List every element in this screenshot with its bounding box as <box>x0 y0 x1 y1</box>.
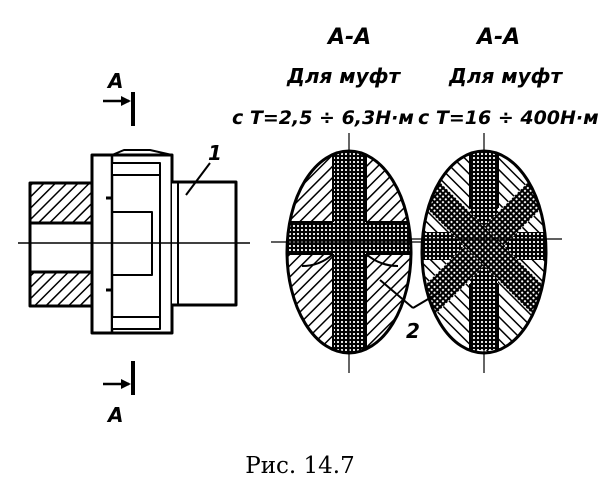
elastic-cross-horizontal <box>287 222 411 254</box>
section-left-line2: с Т=2,5 ÷ 6,3Н·м <box>232 107 414 129</box>
section-left-title: А-А <box>326 25 371 50</box>
section-marker-top <box>103 92 135 126</box>
section-marker-bottom <box>103 361 135 395</box>
leader-2 <box>379 279 441 309</box>
section-right-line2: с Т=16 ÷ 400Н·м <box>418 107 599 129</box>
elastic-insert-top <box>111 162 161 176</box>
part-label-1: 1 <box>208 141 222 165</box>
section-letter-top: A <box>106 69 123 93</box>
leader-1 <box>185 162 211 196</box>
figure-caption: Рис. 14.7 <box>245 453 355 479</box>
section-right-title: А-А <box>475 25 520 50</box>
elastic-insert-bottom <box>111 316 161 330</box>
section-letter-bottom: A <box>106 403 123 427</box>
elastic-star <box>422 151 546 350</box>
section-right-line1: Для муфт <box>448 64 563 88</box>
section-view-left <box>285 149 413 355</box>
section-left-line1: Для муфт <box>286 64 401 88</box>
coupling-side-view <box>28 149 238 335</box>
part-label-2: 2 <box>406 319 420 343</box>
